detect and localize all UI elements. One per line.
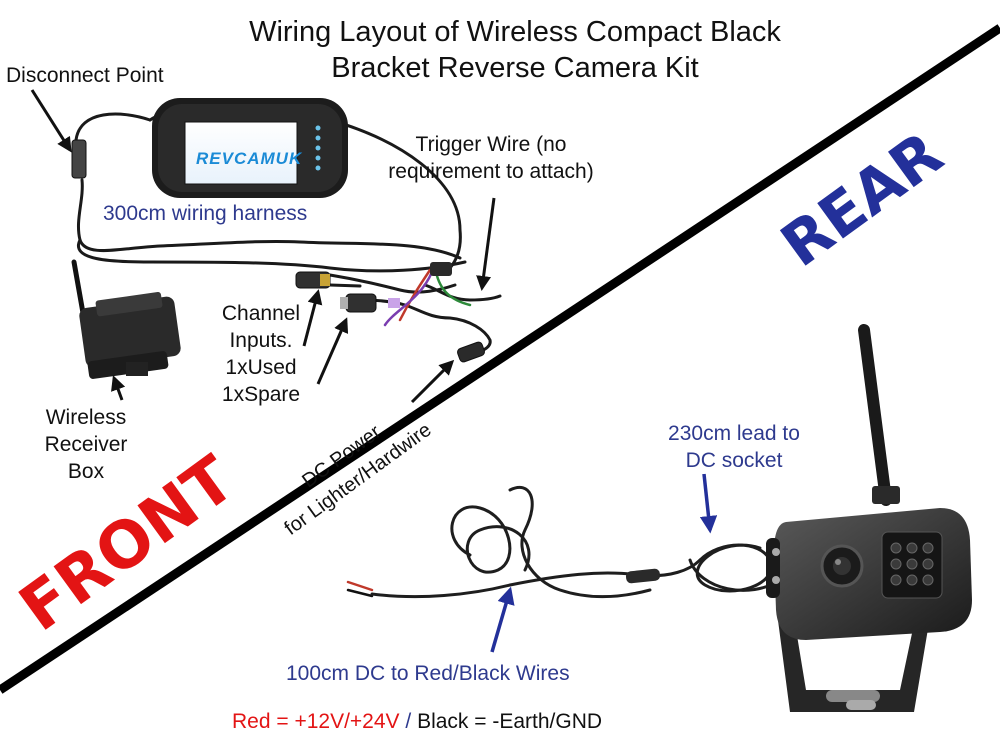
splitter-block [430, 262, 452, 276]
label-230cm-lead: 230cm lead to DC socket [646, 420, 822, 474]
dc-cable-joint [625, 568, 661, 584]
label-channel-line-2: Inputs. [229, 329, 293, 352]
title-line-2: Bracket Reverse Camera Kit [331, 52, 699, 84]
title-line-1: Wiring Layout of Wireless Compact Black [249, 16, 781, 48]
label-channel-inputs: Channel Inputs. 1xUsed 1xSpare [208, 300, 314, 408]
wireless-receiver-box [71, 259, 181, 379]
label-receiver-line-2: Receiver [44, 433, 128, 456]
disconnect-connector [71, 139, 87, 179]
label-receiver-line-1: Wireless [45, 406, 127, 429]
label-lead-line-2: DC socket [685, 449, 783, 472]
label-dc-wires: 100cm DC to Red/Black Wires [286, 662, 570, 685]
legend-red: Red = +12V/+24V [232, 710, 400, 733]
label-trigger-wire-line-2: requirement to attach) [388, 160, 594, 183]
label-wireless-receiver: Wireless Receiver Box [30, 404, 142, 485]
label-trigger-wire-line-1: Trigger Wire (no [415, 133, 567, 156]
label-channel-line-1: Channel [221, 302, 301, 325]
legend-black: Black = -Earth/GND [417, 710, 603, 733]
label-disconnect-point: Disconnect Point [6, 64, 164, 87]
front-arrows [30, 89, 496, 404]
rear-arrows [490, 473, 718, 653]
legend-separator: / [399, 710, 418, 733]
label-receiver-line-3: Box [67, 460, 105, 483]
front-rear-divider [0, 24, 1000, 694]
reverse-camera [766, 324, 972, 712]
dc-power-connector [457, 341, 485, 363]
label-lead-line-1: 230cm lead to [668, 422, 800, 445]
screen-logo: REVCAMUK [196, 149, 303, 168]
coloured-wires [383, 268, 472, 327]
label-wiring-harness: 300cm wiring harness [103, 202, 308, 225]
page-title: Wiring Layout of Wireless Compact Black … [150, 14, 880, 86]
label-trigger-wire: Trigger Wire (no requirement to attach) [360, 131, 622, 185]
wire-colour-legend: Red = +12V/+24V / Black = -Earth/GND [232, 708, 602, 735]
dc-cable [370, 486, 782, 599]
bare-wire-ends [346, 580, 374, 598]
mirror-monitor [152, 98, 348, 198]
label-channel-line-4: 1xSpare [221, 383, 301, 406]
channel-connector-spare [345, 293, 377, 313]
label-channel-line-3: 1xUsed [225, 356, 297, 379]
